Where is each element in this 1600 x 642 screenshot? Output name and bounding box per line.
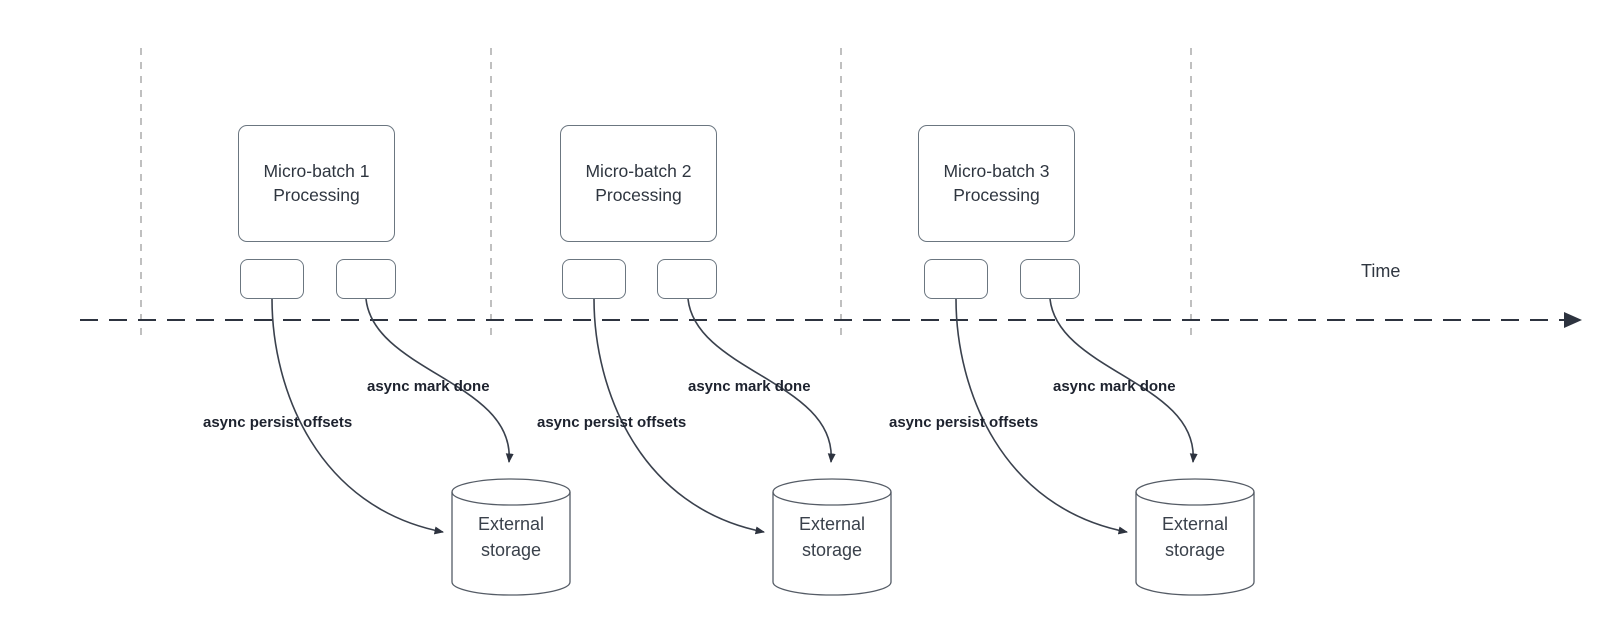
microbatch-3-processing-box: Micro-batch 3 Processing xyxy=(918,125,1075,242)
offset-task-box-3 xyxy=(924,259,988,299)
mark-done-label-1: async mark done xyxy=(367,378,490,395)
storage-cylinder-2 xyxy=(772,478,892,596)
persist-offsets-arrow-2 xyxy=(593,298,765,535)
mark-done-arrow-3 xyxy=(1049,298,1198,463)
mark-done-arrow-1 xyxy=(365,298,514,463)
microbatch-3-title: Micro-batch 3 Processing xyxy=(943,160,1050,205)
offset-task-box-1 xyxy=(240,259,304,299)
done-task-box-1 xyxy=(336,259,396,299)
microbatch-1-processing-box: Micro-batch 1 Processing xyxy=(238,125,395,242)
persist-offsets-label-3: async persist offsets xyxy=(889,414,1039,431)
mark-done-arrow-2 xyxy=(687,298,836,463)
persist-offsets-arrow-1 xyxy=(271,298,444,535)
external-storage-label-2: External storage xyxy=(798,514,866,560)
external-storage-label-1: External storage xyxy=(477,514,545,560)
microbatch-2-processing-box: Micro-batch 2 Processing xyxy=(560,125,717,242)
microbatch-2-title: Micro-batch 2 Processing xyxy=(585,160,692,205)
done-task-box-2 xyxy=(657,259,717,299)
persist-offsets-arrow-3 xyxy=(955,298,1128,535)
storage-cylinder-3 xyxy=(1135,478,1255,596)
persist-offsets-label-2: async persist offsets xyxy=(537,414,687,431)
external-storage-label-3: External storage xyxy=(1161,514,1229,560)
mark-done-label-2: async mark done xyxy=(688,378,811,395)
time-axis-label: Time xyxy=(1361,261,1401,281)
time-axis-arrowhead-icon xyxy=(1564,312,1582,328)
done-task-box-3 xyxy=(1020,259,1080,299)
offset-task-box-2 xyxy=(562,259,626,299)
storage-cylinder-1 xyxy=(451,478,571,596)
microbatch-1-title: Micro-batch 1 Processing xyxy=(263,160,370,205)
persist-offsets-label-1: async persist offsets xyxy=(203,414,353,431)
mark-done-label-3: async mark done xyxy=(1053,378,1176,395)
